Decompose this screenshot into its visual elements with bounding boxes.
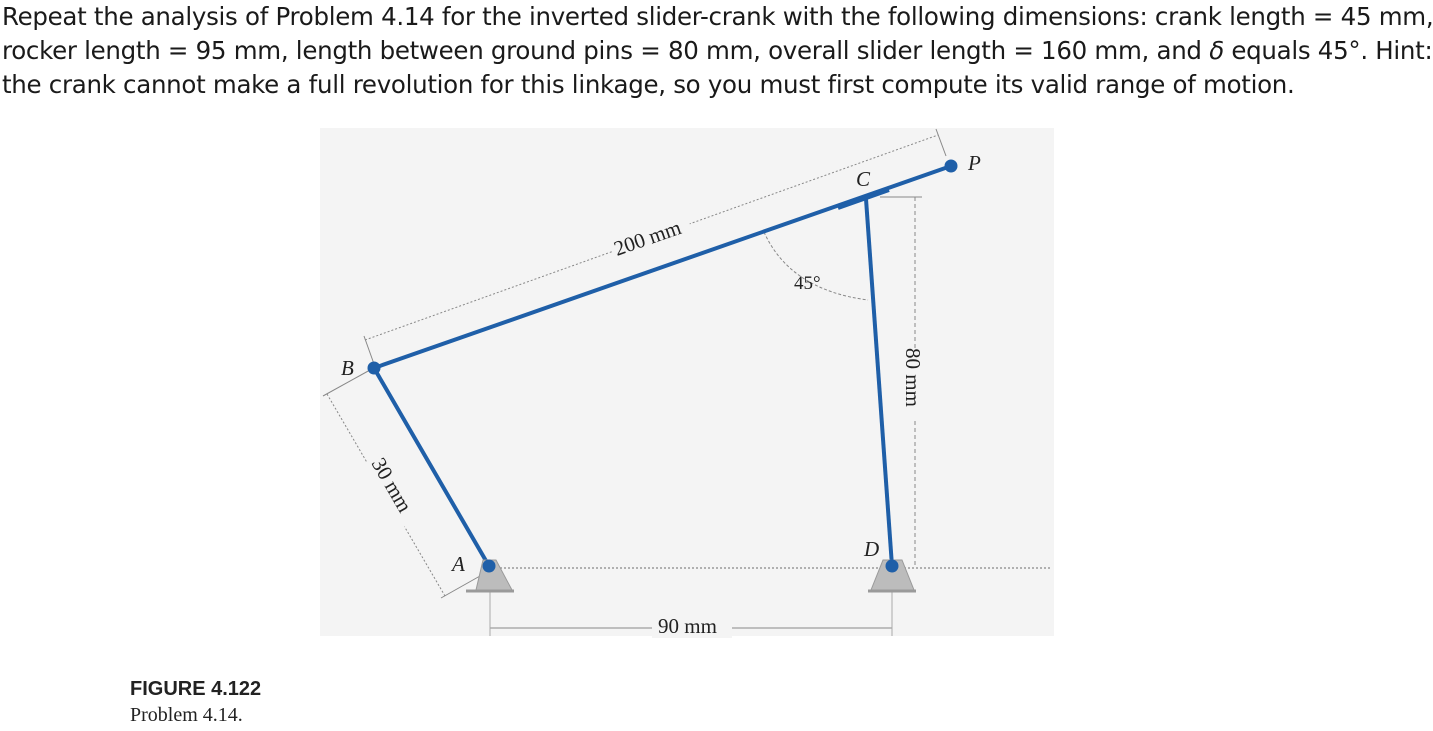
rocker-dimension-label: 80 mm <box>901 348 925 407</box>
problem-line-3: the crank cannot make a full revolution … <box>2 70 1295 99</box>
problem-line-2: rocker length = 95 mm, length between gr… <box>2 34 1433 68</box>
ground-support-D <box>868 559 916 593</box>
point-P <box>944 159 958 173</box>
ground-dimension-label-bg <box>652 614 732 638</box>
problem-line-1: Repeat the analysis of Problem 4.14 for … <box>2 2 1433 31</box>
slider-dimension-label: 200 mm <box>611 215 684 261</box>
joint-D <box>885 559 899 573</box>
joint-A <box>482 559 496 573</box>
label-C: C <box>856 167 871 191</box>
label-B: B <box>341 356 354 380</box>
crank-dimension-tick-top <box>322 369 371 397</box>
problem-line-2-a: rocker length = 95 mm, length between gr… <box>2 36 1210 65</box>
linkage-diagram: B A C D P 200 mm 30 mm 80 mm 90 mm 45° <box>322 128 1052 638</box>
problem-statement: Repeat the analysis of Problem 4.14 for … <box>2 0 1433 102</box>
angle-arc <box>763 231 869 301</box>
angle-label: 45° <box>794 273 821 294</box>
slider-link <box>373 164 952 370</box>
delta-symbol: δ <box>1209 36 1224 65</box>
slider-dimension-tick-left <box>363 335 375 365</box>
problem-line-2-b: equals 45°. Hint: <box>1223 36 1433 65</box>
label-D: D <box>863 537 879 561</box>
figure-caption: FIGURE 4.122 Problem 4.14. <box>130 676 261 728</box>
caption-title: FIGURE 4.122 <box>130 678 262 700</box>
label-P: P <box>967 151 981 175</box>
label-A: A <box>450 552 465 576</box>
slider-dimension-label-bg <box>608 213 693 260</box>
slider-block <box>837 188 890 210</box>
slider-dimension-tick-right <box>935 128 947 157</box>
rocker-dimension-label-bg <box>896 350 934 420</box>
ground-dimension-label: 90 mm <box>658 614 717 638</box>
caption-subtitle: Problem 4.14. <box>130 704 243 726</box>
crank-dimension-label-bg <box>359 456 415 532</box>
crank-link <box>372 366 491 568</box>
rocker-link <box>864 198 894 567</box>
crank-dimension-tick-bottom <box>440 575 481 599</box>
joint-B <box>367 361 381 375</box>
